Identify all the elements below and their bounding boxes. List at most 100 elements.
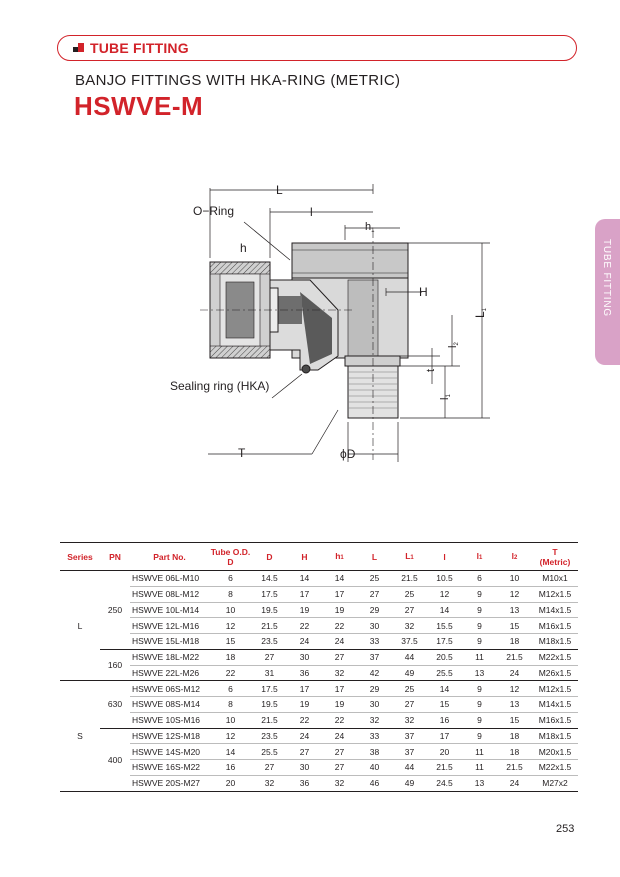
header-D: D (252, 542, 287, 571)
D-cell: 25.5 (252, 743, 287, 760)
H-cell: 36 (287, 665, 322, 682)
l1-cell: 9 (462, 586, 497, 603)
thread-T-cell: M16x1.5 (532, 617, 578, 634)
thread-T-cell: M22x1.5 (532, 759, 578, 776)
H-cell: 22 (287, 712, 322, 729)
l1-cell: 9 (462, 680, 497, 697)
tube-od-cell: 18 (209, 649, 252, 666)
l2-cell: 24 (497, 665, 532, 682)
series-cell: S (60, 680, 100, 792)
H-cell: 24 (287, 728, 322, 745)
l2-cell: 15 (497, 712, 532, 729)
dimension-lines (208, 184, 490, 462)
header-L1: L1 (392, 542, 427, 571)
header-h1: h1 (322, 542, 357, 571)
L-cell: 29 (357, 680, 392, 697)
H-cell: 19 (287, 696, 322, 713)
D-cell: 21.5 (252, 617, 287, 634)
h1-cell: 32 (322, 775, 357, 792)
L1-cell: 37.5 (392, 633, 427, 650)
header-tube-od: Tube O.D.D (209, 542, 252, 571)
tube-od-cell: 6 (209, 570, 252, 587)
thread-label-T: T (238, 446, 246, 460)
l-cell: 17 (427, 728, 462, 745)
table-header-row: Series PN Part No. Tube O.D.D D H h1 L L… (60, 542, 578, 571)
thread-T-cell: M27x2 (532, 775, 578, 792)
l-cell: 10.5 (427, 570, 462, 587)
l1-cell: 9 (462, 696, 497, 713)
dim-label-h: h (240, 241, 247, 255)
L1-cell: 21.5 (392, 570, 427, 587)
part-no-cell: HSWVE 15L-M18 (130, 633, 209, 650)
tube-od-cell: 10 (209, 602, 252, 619)
l1-cell: 6 (462, 570, 497, 587)
product-code-title: HSWVE-M (74, 91, 204, 121)
L1-cell: 32 (392, 712, 427, 729)
L1-cell: 44 (392, 759, 427, 776)
part-no-cell: HSWVE 22L-M26 (130, 665, 209, 682)
l1-cell: 9 (462, 617, 497, 634)
h1-cell: 27 (322, 743, 357, 760)
tube-od-cell: 16 (209, 759, 252, 776)
D-cell: 17.5 (252, 586, 287, 603)
L-cell: 46 (357, 775, 392, 792)
l-cell: 17.5 (427, 633, 462, 650)
part-no-cell: HSWVE 08S-M14 (130, 696, 209, 713)
part-no-cell: HSWVE 06L-M10 (130, 570, 209, 587)
dim-label-l1: l1 (439, 394, 452, 400)
H-cell: 14 (287, 570, 322, 587)
l2-cell: 15 (497, 617, 532, 634)
h1-cell: 19 (322, 602, 357, 619)
tube-od-cell: 12 (209, 728, 252, 745)
D-cell: 17.5 (252, 680, 287, 697)
l1-cell: 9 (462, 633, 497, 650)
thread-T-cell: M22x1.5 (532, 649, 578, 666)
l2-cell: 10 (497, 570, 532, 587)
l2-cell: 18 (497, 728, 532, 745)
H-cell: 30 (287, 759, 322, 776)
part-no-cell: HSWVE 16S-M22 (130, 759, 209, 776)
L-cell: 30 (357, 617, 392, 634)
L1-cell: 27 (392, 602, 427, 619)
D-cell: 14.5 (252, 570, 287, 587)
series-cell: L (60, 570, 100, 682)
l-cell: 16 (427, 712, 462, 729)
dim-label-phiD: ϕD (340, 447, 356, 461)
L-cell: 30 (357, 696, 392, 713)
H-cell: 27 (287, 743, 322, 760)
pn-cell: 400 (100, 728, 130, 792)
D-cell: 31 (252, 665, 287, 682)
specification-table: Series PN Part No. Tube O.D.D D H h1 L L… (60, 542, 578, 792)
l1-cell: 9 (462, 728, 497, 745)
page-subtitle: BANJO FITTINGS WITH HKA-RING (METRIC) (75, 72, 401, 89)
h1-cell: 32 (322, 665, 357, 682)
dim-label-L: L (276, 183, 283, 197)
l2-cell: 18 (497, 633, 532, 650)
header-H: H (287, 542, 322, 571)
L1-cell: 27 (392, 696, 427, 713)
D-cell: 23.5 (252, 728, 287, 745)
header-L: L (357, 542, 392, 571)
thread-T-cell: M18x1.5 (532, 728, 578, 745)
tube-od-cell: 22 (209, 665, 252, 682)
h1-cell: 27 (322, 759, 357, 776)
h1-cell: 17 (322, 586, 357, 603)
sealing-ring-label: Sealing ring (HKA) (170, 379, 269, 393)
L1-cell: 49 (392, 775, 427, 792)
L-cell: 38 (357, 743, 392, 760)
l1-cell: 13 (462, 775, 497, 792)
tube-od-cell: 8 (209, 586, 252, 603)
side-tab[interactable]: TUBE FITTING (595, 219, 620, 365)
dim-label-L1: L1 (473, 307, 488, 318)
dim-label-h1: h1 (365, 221, 375, 234)
l1-cell: 11 (462, 743, 497, 760)
H-cell: 24 (287, 633, 322, 650)
H-cell: 19 (287, 602, 322, 619)
part-no-cell: HSWVE 12L-M16 (130, 617, 209, 634)
h1-cell: 24 (322, 728, 357, 745)
l-cell: 15 (427, 696, 462, 713)
tube-od-cell: 8 (209, 696, 252, 713)
